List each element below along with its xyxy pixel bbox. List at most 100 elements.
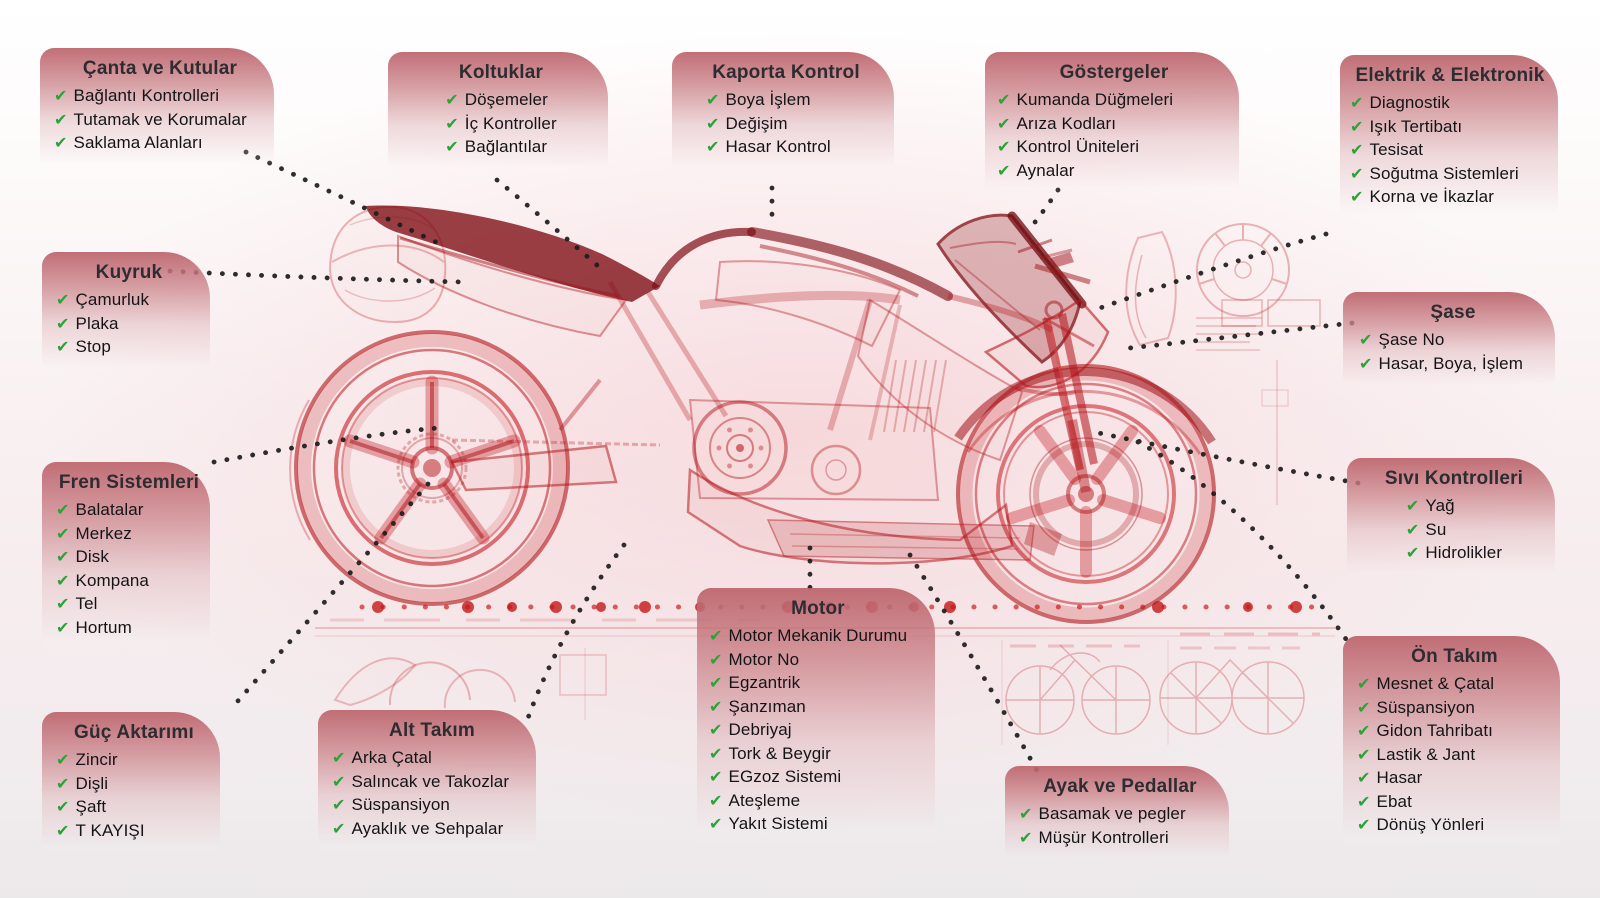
check-icon: ✔ (1359, 353, 1373, 373)
check-icon: ✔ (709, 790, 723, 810)
checklist-item-label: Motor Mekanik Durumu (728, 626, 908, 645)
checklist-item: ✔ Bağlantı Kontrolleri (54, 84, 266, 108)
check-icon: ✔ (445, 113, 459, 133)
checklist-item-label: Yakıt Sistemi (728, 814, 828, 833)
checklist: ✔Yağ✔ Su✔Hidrolikler (1406, 494, 1502, 565)
checklist-item-label: Kumanda Düğmeleri (1016, 90, 1174, 109)
checklist-item-label: Gidon Tahribatı (1376, 721, 1493, 740)
box-title: Sıvı Kontrolleri (1384, 468, 1524, 489)
checklist-item: ✔Korna ve İkazlar (1350, 185, 1550, 209)
checklist-item-label: Diagnostik (1369, 93, 1450, 112)
checklist-item: ✔Arka Çatal (332, 746, 532, 770)
checklist-item: ✔Motor No (709, 648, 927, 672)
checklist-item-label: Lastik & Jant (1376, 744, 1476, 764)
checklist-item-label: Işık Tertibatı (1369, 116, 1463, 136)
checklist-item-label: T KAYIŞI (75, 820, 145, 840)
box-title: Koltuklar (458, 62, 544, 83)
checklist-box-motor: Motor ✔Motor Mekanik Durumu✔Motor No✔Egz… (697, 588, 935, 854)
checklist-item: ✔Salıncak ve Takozlar (332, 770, 532, 794)
box-title: Kuyruk (95, 262, 163, 283)
checklist-item: ✔Çamurluk (56, 288, 202, 312)
check-icon: ✔ (1357, 697, 1371, 717)
checklist-item: ✔Dönüş Yönleri (1357, 813, 1552, 837)
box-title: Göstergeler (1059, 62, 1169, 83)
checklist-item-label: Dönüş Yönleri (1376, 815, 1485, 834)
checklist-item: ✔Plaka (56, 312, 202, 336)
checklist-item-label: Şaft (75, 797, 107, 816)
checklist-item: ✔Motor Mekanik Durumu (709, 624, 927, 648)
checklist-box-kaporta-kontrol: Kaporta Kontrol ✔Boya İşlem✔Değişim✔Hasa… (672, 52, 894, 177)
check-icon: ✔ (56, 337, 70, 356)
checklist-item: ✔Müşür Kontrolleri (1019, 826, 1221, 850)
checklist-item-label: Hasar, Boya, İşlem (1378, 353, 1523, 373)
check-icon: ✔ (56, 313, 70, 333)
checklist-item-label: Tel (75, 594, 98, 613)
check-icon: ✔ (445, 137, 459, 156)
checklist-item-label: Stop (75, 337, 111, 356)
check-icon: ✔ (709, 649, 723, 669)
checklist-item: ✔Bağlantılar (445, 135, 557, 159)
checklist-item: ✔Ayaklık ve Sehpalar (332, 817, 532, 841)
checklist-box-sase: Şase ✔Şase No✔Hasar, Boya, İşlem (1343, 292, 1555, 393)
checklist: ✔Boya İşlem✔Değişim✔Hasar Kontrol (686, 88, 886, 159)
check-icon: ✔ (1357, 721, 1371, 740)
checklist-item: ✔ Diagnostik (1350, 91, 1550, 115)
check-icon: ✔ (56, 797, 70, 816)
check-icon: ✔ (1350, 116, 1364, 136)
check-icon: ✔ (709, 696, 723, 716)
checklist-item: ✔Şase No (1359, 328, 1547, 352)
checklist-item-label: Motor No (728, 649, 800, 669)
checklist: ✔Balatalar✔Merkez✔Disk✔Kompana✔Tel✔Hortu… (56, 498, 202, 639)
checklist-item-label: Bağlantı Kontrolleri (73, 86, 220, 105)
box-title: Motor (791, 598, 845, 619)
checklist-item-label: Değişim (725, 113, 788, 133)
connector-sase (1127, 320, 1355, 351)
connector-ontakim (1135, 439, 1355, 651)
box-title: Şase (1430, 302, 1476, 323)
checklist-item: ✔Saklama Alanları (54, 131, 266, 155)
check-icon: ✔ (706, 90, 720, 109)
check-icon: ✔ (56, 523, 70, 543)
check-icon: ✔ (709, 673, 723, 692)
checklist-item-label: Dişli (75, 773, 109, 793)
check-icon: ✔ (56, 773, 70, 793)
checklist-item-label: Egzantrik (728, 673, 801, 692)
check-icon: ✔ (1350, 140, 1364, 159)
checklist-item: ✔Merkez (56, 522, 202, 546)
connector-sivi (1091, 429, 1361, 486)
checklist-item: ✔Hortum (56, 616, 202, 640)
checklist-item: ✔Işık Tertibatı (1350, 115, 1550, 139)
checklist: ✔Diagnostik✔Işık Tertibatı✔Tesisat✔Soğut… (1350, 91, 1550, 209)
checklist: ✔Mesnet & Çatal✔Süspansiyon✔Gidon Tahrib… (1357, 672, 1552, 837)
checklist-box-on-takim: Ön Takım ✔Mesnet & Çatal✔Süspansiyon✔Gid… (1343, 636, 1560, 855)
check-icon: ✔ (54, 133, 68, 152)
check-icon: ✔ (1357, 744, 1371, 764)
frame-engine-sketch (607, 280, 947, 502)
checklist: ✔Şase No✔Hasar, Boya, İşlem (1359, 328, 1547, 375)
checklist-item-label: Döşemeler (464, 90, 548, 109)
check-icon: ✔ (1405, 496, 1420, 515)
checklist-item: ✔Hidrolikler (1406, 541, 1502, 565)
check-icon: ✔ (709, 814, 723, 833)
checklist-item: ✔Yağ (1406, 494, 1502, 518)
check-icon: ✔ (1350, 187, 1364, 206)
check-icon: ✔ (1350, 93, 1364, 112)
checklist-item: ✔ Egzantrik (709, 671, 927, 695)
connector-fren (211, 425, 441, 465)
checklist-item-label: Salıncak ve Takozlar (351, 771, 510, 791)
checklist-item-label: Kontrol Üniteleri (1016, 137, 1140, 156)
bottom-sketches (333, 640, 1305, 745)
check-icon: ✔ (1019, 804, 1033, 823)
check-icon: ✔ (332, 818, 346, 838)
check-icon: ✔ (54, 86, 68, 105)
check-icon: ✔ (709, 720, 723, 739)
check-icon: ✔ (332, 771, 346, 791)
checklist: ✔Motor Mekanik Durumu✔Motor No✔Egzantrik… (709, 624, 927, 836)
checklist-item-label: Hasar (1376, 768, 1423, 787)
checklist-box-kuyruk: Kuyruk ✔Çamurluk✔Plaka✔ Stop (42, 252, 210, 377)
box-title: Alt Takım (389, 720, 475, 741)
check-icon: ✔ (709, 767, 723, 786)
connector-gostergeler (1029, 187, 1061, 229)
checklist-item-label: Su (1425, 519, 1447, 539)
